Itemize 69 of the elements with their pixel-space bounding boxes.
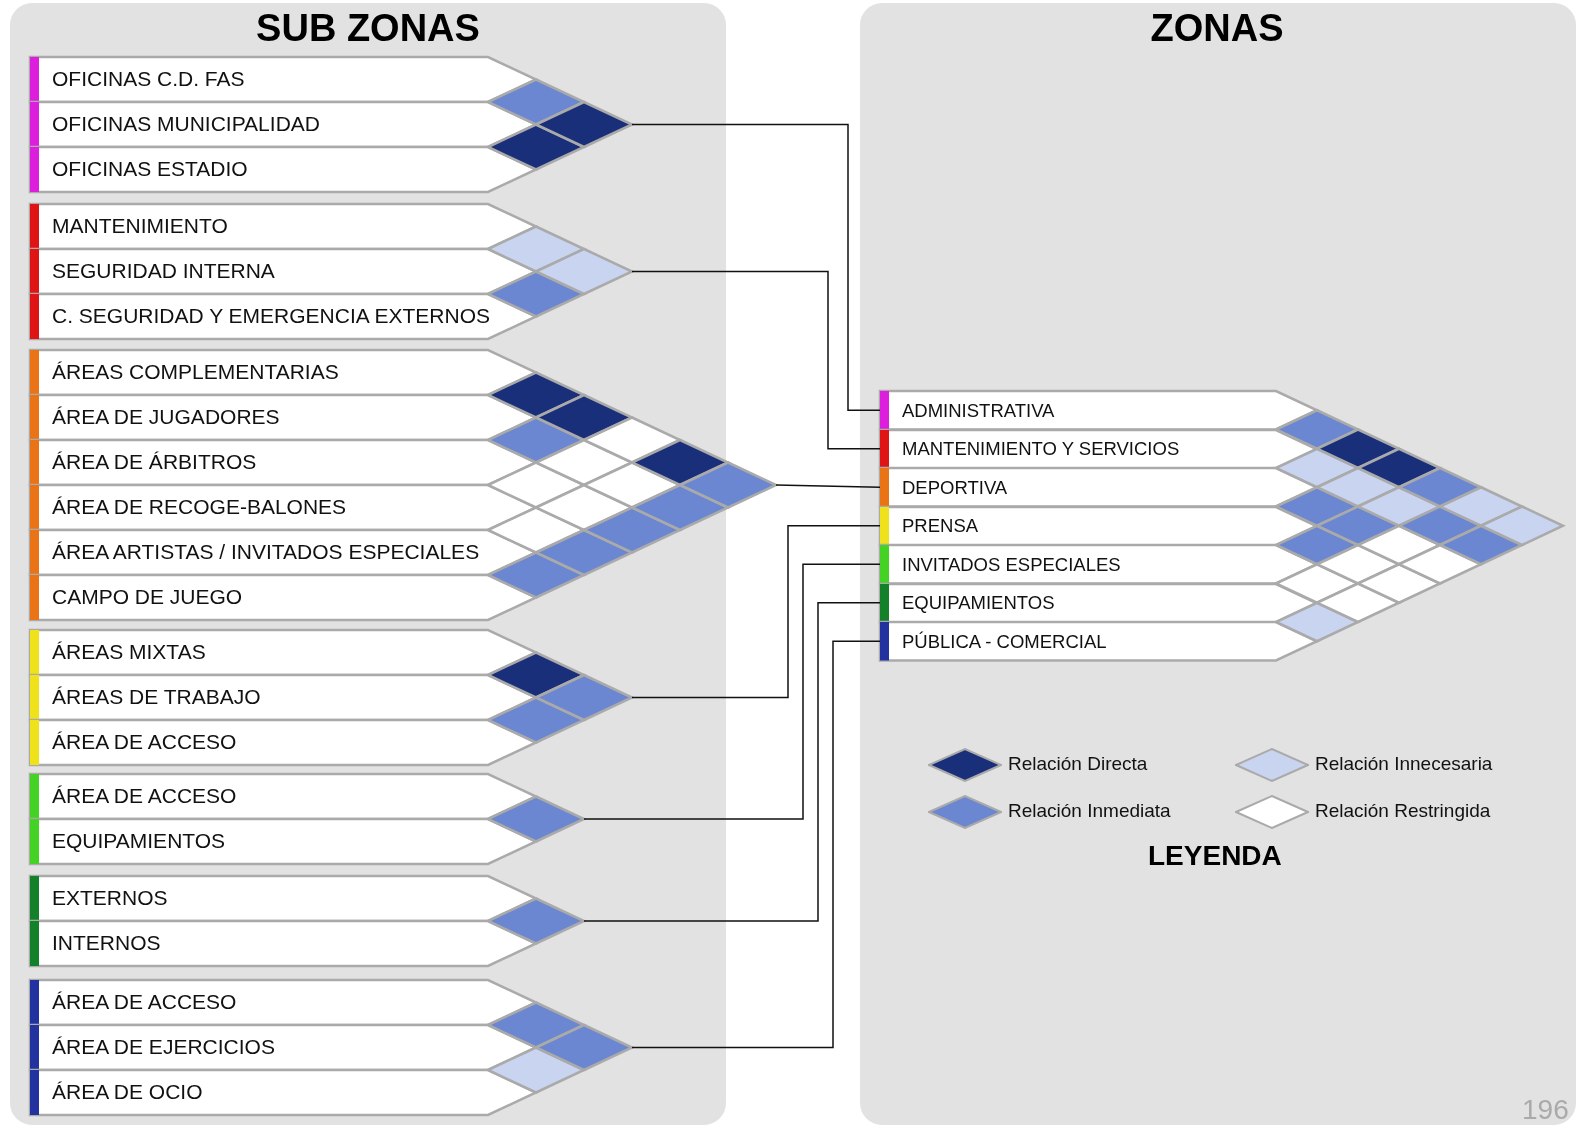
zone-row xyxy=(30,720,536,765)
row-label: MANTENIMIENTO xyxy=(52,214,228,239)
row-label: ADMINISTRATIVA xyxy=(902,399,1055,421)
zone-row xyxy=(30,876,536,921)
connector-line xyxy=(583,563,881,820)
row-label: ÁREA DE ACCESO xyxy=(52,730,237,755)
zone-row xyxy=(30,204,536,249)
row-label: INTERNOS xyxy=(52,931,161,956)
row-label: ÁREA DE ACCESO xyxy=(52,784,237,809)
row-label: MANTENIMIENTO Y SERVICIOS xyxy=(902,438,1180,460)
row-label: CAMPO DE JUEGO xyxy=(52,585,243,610)
row-label: SEGURIDAD INTERNA xyxy=(52,259,275,284)
zone-row xyxy=(30,1070,536,1115)
panel-title: ZONAS xyxy=(1150,7,1284,50)
zones-panel xyxy=(860,3,1576,1125)
row-label: ÁREAS MIXTAS xyxy=(52,640,206,665)
zone-row xyxy=(30,575,536,620)
connector-line xyxy=(631,270,881,450)
legend-label: Relación Directa xyxy=(1008,753,1148,775)
zone-row xyxy=(30,774,536,819)
panel-title: SUB ZONAS xyxy=(256,7,480,50)
row-label: INVITADOS ESPECIALES xyxy=(902,553,1121,575)
row-label: OFICINAS ESTADIO xyxy=(52,157,248,182)
row-label: EQUIPAMIENTOS xyxy=(902,592,1055,614)
zone-row xyxy=(30,819,536,864)
legend-label: Relación Inmediata xyxy=(1008,800,1171,822)
row-label: ÁREA DE ÁRBITROS xyxy=(52,450,257,475)
row-label: ÁREA DE JUGADORES xyxy=(52,405,280,430)
row-label: EQUIPAMIENTOS xyxy=(52,829,226,854)
page-number: 196 xyxy=(1522,1094,1569,1126)
row-label: EXTERNOS xyxy=(52,886,168,911)
connector-line xyxy=(583,602,881,922)
row-label: ÁREA DE ACCESO xyxy=(52,990,237,1015)
row-label: PÚBLICA - COMERCIAL xyxy=(902,630,1107,652)
row-label: ÁREA DE EJERCICIOS xyxy=(52,1035,275,1060)
zone-row xyxy=(30,57,536,102)
zone-row xyxy=(30,675,536,720)
row-label: ÁREA DE RECOGE-BALONES xyxy=(52,495,347,520)
zone-row xyxy=(30,249,536,294)
connector-line xyxy=(631,123,881,411)
zone-row xyxy=(30,395,536,440)
zone-row xyxy=(30,294,536,339)
zone-row xyxy=(880,622,1317,661)
row-label: C. SEGURIDAD Y EMERGENCIA EXTERNOS xyxy=(52,304,490,329)
row-label: OFICINAS MUNICIPALIDAD xyxy=(52,112,320,137)
connector-line xyxy=(775,484,881,488)
legend-title: LEYENDA xyxy=(1148,840,1282,872)
zone-row xyxy=(880,429,1317,468)
zone-row xyxy=(30,147,536,192)
zone-row xyxy=(30,630,536,675)
legend-label: Relación Restringida xyxy=(1315,800,1491,822)
row-label: ÁREA DE OCIO xyxy=(52,1080,203,1105)
zone-row xyxy=(30,1025,536,1070)
sub-zones-panel xyxy=(10,3,726,1125)
row-label: DEPORTIVA xyxy=(902,476,1008,498)
zone-row xyxy=(30,921,536,966)
zone-row xyxy=(30,350,536,395)
row-label: ÁREA ARTISTAS / INVITADOS ESPECIALES xyxy=(52,540,480,565)
zone-row xyxy=(30,980,536,1025)
zone-row xyxy=(30,102,536,147)
zone-row xyxy=(880,506,1317,545)
row-label: ÁREAS COMPLEMENTARIAS xyxy=(52,360,339,385)
row-label: OFICINAS C.D. FAS xyxy=(52,67,245,92)
row-label: ÁREAS DE TRABAJO xyxy=(52,685,261,710)
connector-line xyxy=(631,525,881,699)
connector-line xyxy=(631,640,881,1049)
zone-row xyxy=(880,391,1317,430)
legend-label: Relación Innecesaria xyxy=(1315,753,1493,775)
row-label: PRENSA xyxy=(902,515,979,537)
